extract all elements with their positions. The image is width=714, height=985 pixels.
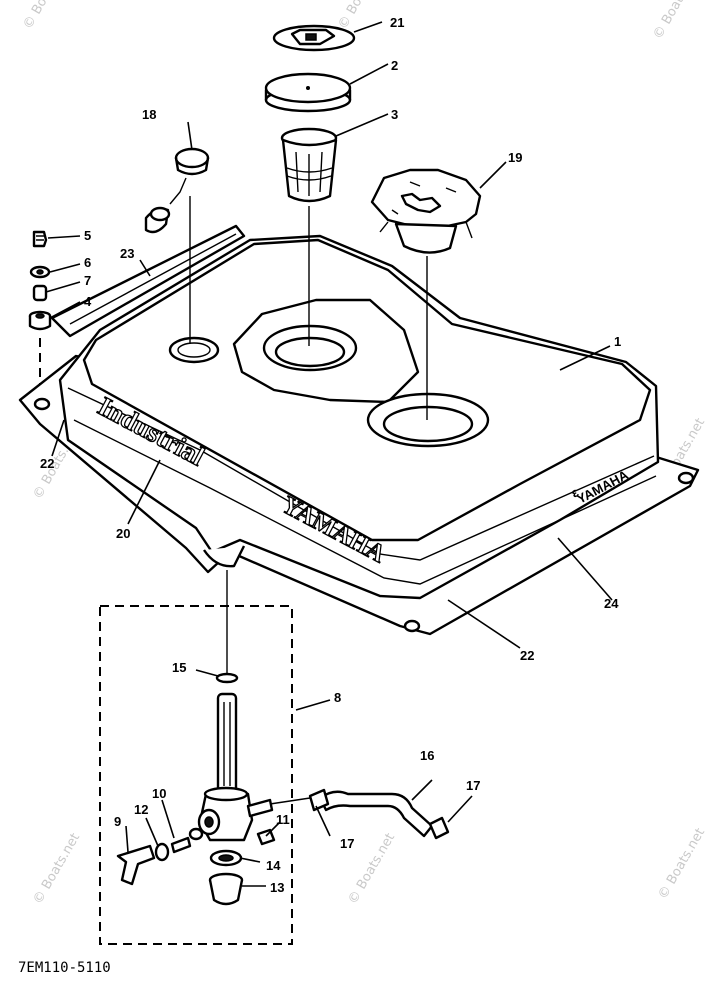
callout-9: 9 <box>114 814 121 829</box>
callout-21: 21 <box>390 15 404 30</box>
callout-3: 3 <box>391 107 398 122</box>
part-19-fuel-gauge <box>370 168 482 254</box>
part-1-fuel-tank: Industrial YAMAHA ε YAMAHA <box>18 234 700 636</box>
part-21-cap-gasket <box>272 24 356 52</box>
callout-24: 24 <box>604 596 619 611</box>
callout-4: 4 <box>84 294 92 309</box>
drawing-code: 7EM110-5110 <box>18 960 111 976</box>
mounting-hardware-stack <box>28 230 52 396</box>
part-3-fuel-strainer <box>280 127 338 203</box>
callout-numbers: 21 2 3 19 18 5 6 7 4 23 1 22 20 22 24 15… <box>40 15 621 895</box>
callout-19: 19 <box>508 150 522 165</box>
callout-6: 6 <box>84 255 91 270</box>
tank-openings <box>168 324 490 448</box>
watermark-text: © Boats.net <box>335 0 388 32</box>
watermark-text: © Boats.net <box>30 831 83 907</box>
callout-13: 13 <box>270 880 284 895</box>
callout-17-left: 17 <box>340 836 354 851</box>
callout-22-right: 22 <box>520 648 534 663</box>
callout-5: 5 <box>84 228 91 243</box>
callout-1: 1 <box>614 334 621 349</box>
callout-16: 16 <box>420 748 434 763</box>
callout-18: 18 <box>142 107 156 122</box>
leader-lines <box>45 21 613 887</box>
watermark-text: © Boats.net <box>20 0 73 32</box>
callout-10: 10 <box>152 786 166 801</box>
callout-17-right: 17 <box>466 778 480 793</box>
callout-22-left: 22 <box>40 456 54 471</box>
part-18-vent-cap <box>144 147 210 234</box>
callout-15: 15 <box>172 660 186 675</box>
callout-7: 7 <box>84 273 91 288</box>
part-16-fuel-hose <box>269 788 450 840</box>
callout-8: 8 <box>334 690 341 705</box>
callout-12: 12 <box>134 802 148 817</box>
callout-23: 23 <box>120 246 134 261</box>
watermark-text: © Boats.net <box>655 826 708 902</box>
callout-2: 2 <box>391 58 398 73</box>
watermark-text: © Boats.net <box>650 0 703 42</box>
part-23-rubber-pad <box>50 224 246 338</box>
callout-20: 20 <box>116 526 130 541</box>
part-2-filler-cap <box>264 72 352 113</box>
callout-11: 11 <box>276 812 290 827</box>
callout-14: 14 <box>266 858 281 873</box>
part-8-fuel-cock-assembly <box>99 605 293 945</box>
assembly-lines <box>189 196 428 676</box>
